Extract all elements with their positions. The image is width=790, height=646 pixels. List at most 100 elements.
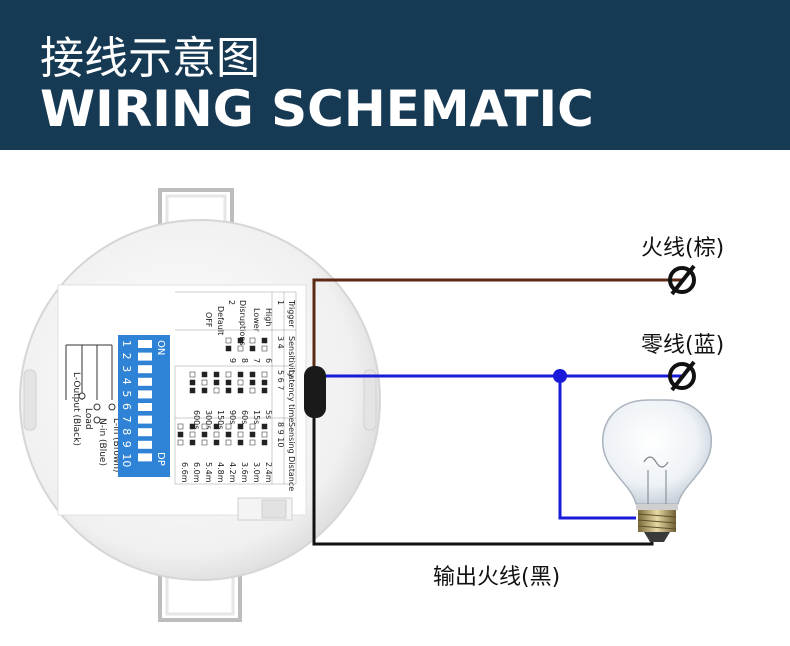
latency-value: 5s [264, 410, 273, 419]
table-dot [237, 439, 244, 446]
sensitivity-nums: 3 4 [276, 336, 285, 349]
header-band: 接线示意图 WIRING SCHEMATIC [0, 0, 790, 150]
live-wire [312, 278, 682, 372]
dip-toggle-6[interactable] [138, 403, 152, 411]
table-dot [225, 387, 232, 394]
terminal-load-label: Load [83, 408, 93, 430]
table-dot [237, 337, 244, 344]
table-dot [249, 431, 256, 438]
title-english: WIRING SCHEMATIC [40, 80, 594, 138]
trigger-num: 1 [276, 300, 285, 305]
table-dot [261, 345, 268, 352]
table-dot [237, 431, 244, 438]
live-wire-label: 火线(棕) [641, 236, 725, 261]
table-dot [189, 379, 196, 386]
dip-toggle-5[interactable] [138, 390, 152, 399]
table-dot [261, 431, 268, 438]
latency-value: 300s [204, 410, 213, 429]
dip-number-2: 2 [120, 353, 133, 360]
table-dot [225, 371, 232, 378]
dip-number-1: 1 [120, 340, 133, 347]
dip-toggle-10[interactable] [138, 453, 152, 462]
latency-header: Latency time [287, 370, 296, 422]
table-dot [237, 423, 244, 430]
distance-value: 4.2m [228, 462, 237, 483]
table-dot [261, 439, 268, 446]
output-wire-label: 输出火线(黑) [433, 565, 561, 590]
sensitivity-7: 7 [252, 358, 261, 363]
title-chinese: 接线示意图 [40, 33, 260, 84]
wire-connector [304, 366, 326, 418]
table-dot [225, 345, 232, 352]
distance-value: 2.4m [264, 462, 273, 483]
table-dot [177, 431, 184, 438]
table-dot [225, 379, 232, 386]
table-dot [201, 379, 208, 386]
disruptions-num: 2 [227, 300, 236, 305]
table-dot [225, 431, 232, 438]
sensitivity-header: Sensitivity [287, 336, 296, 378]
disruptions-label: Disruptions [238, 300, 247, 345]
latency-value: 600s [192, 410, 201, 429]
table-dot [213, 439, 220, 446]
table-dot [189, 387, 196, 394]
table-dot [213, 423, 220, 430]
dip-toggle-2[interactable] [138, 352, 152, 361]
distance-value: 3.6m [240, 462, 249, 483]
dip-number-4: 4 [120, 378, 133, 385]
dip-number-7: 7 [120, 416, 133, 423]
terminal-schematic [65, 344, 116, 424]
neutral-terminal-icon [668, 360, 696, 392]
disruptions-default: Default [216, 306, 225, 335]
dip-toggle-9[interactable] [138, 440, 152, 449]
terminal-l-output-label: L-Output (Black) [71, 372, 81, 446]
latency-nums: 5 6 7 [276, 370, 285, 390]
table-dot [189, 423, 196, 430]
distance-value: 6.6m [180, 462, 189, 483]
dip-toggle-7[interactable] [138, 415, 152, 424]
latency-value: 150s [216, 410, 225, 429]
sensitivity-6: 6 [264, 358, 273, 363]
latency-value: 60s [240, 410, 249, 424]
dip-on-label: ON [155, 340, 166, 355]
trigger-high: High [264, 308, 273, 326]
sensitivity-9: 9 [228, 358, 237, 363]
table-dot [261, 337, 268, 344]
table-dot [249, 423, 256, 430]
dip-toggle-4[interactable] [138, 377, 152, 386]
dip-toggle-8[interactable] [138, 428, 152, 437]
dip-toggle-1[interactable] [138, 340, 152, 348]
table-dot [201, 439, 208, 446]
distance-nums: 8 9 10 [276, 422, 285, 447]
table-dot [249, 345, 256, 352]
table-dot [261, 423, 268, 430]
table-dot [189, 439, 196, 446]
table-dot [177, 439, 184, 446]
distance-value: 5.4m [204, 462, 213, 483]
terminal-n-in-label: N-in (Blue) [97, 418, 107, 466]
dip-number-6: 6 [120, 403, 133, 410]
table-dot [201, 423, 208, 430]
table-dot [237, 371, 244, 378]
table-dot [189, 371, 196, 378]
table-dot [213, 371, 220, 378]
table-dot [225, 423, 232, 430]
table-dot [237, 345, 244, 352]
neutral-to-lamp-wire [558, 376, 636, 520]
distance-value: 4.8m [216, 462, 225, 483]
dip-number-9: 9 [120, 441, 133, 448]
table-dot [177, 423, 184, 430]
settings-table: Trigger 1 High Lower 2 Disruptions Defau… [174, 291, 297, 491]
table-dot [249, 439, 256, 446]
dip-toggle-3[interactable] [138, 365, 152, 374]
dip-number-8: 8 [120, 428, 133, 435]
table-dot [261, 379, 268, 386]
table-dot [237, 379, 244, 386]
dip-number-10: 10 [120, 453, 133, 467]
table-dot [249, 371, 256, 378]
table-dot [237, 387, 244, 394]
label-panel [57, 284, 307, 516]
table-dot [189, 431, 196, 438]
